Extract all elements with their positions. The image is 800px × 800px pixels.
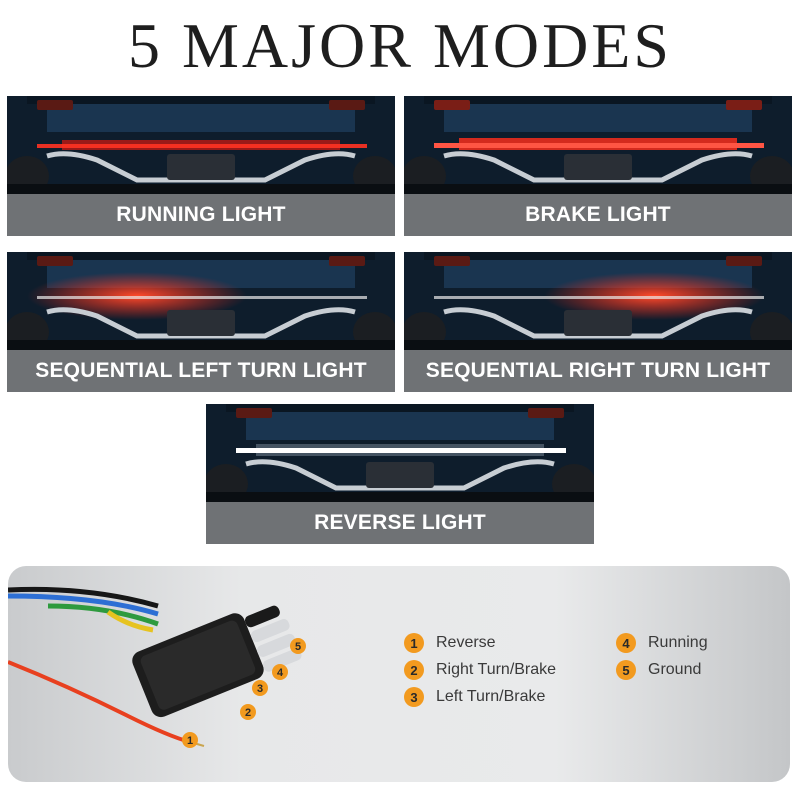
legend-number-badge: 2: [404, 660, 424, 680]
legend-label: Right Turn/Brake: [436, 661, 557, 678]
wiring-diagram: 1 2 3 4 5 1 Reverse 2 Right Turn/Brake 3…: [8, 566, 790, 782]
mode-panel-running: RUNNING LIGHT: [7, 96, 395, 236]
truck-rear-image: [404, 252, 792, 350]
pin-5-label: 5: [295, 641, 301, 653]
legend-label: Left Turn/Brake: [436, 688, 546, 705]
pin-2-label: 2: [245, 707, 251, 719]
legend-label: Reverse: [436, 634, 496, 651]
legend-number-badge: 1: [404, 633, 424, 653]
mode-panel-right-turn: SEQUENTIAL RIGHT TURN LIGHT: [404, 252, 792, 392]
legend-number-badge: 5: [616, 660, 636, 680]
legend-item-reverse: 1 Reverse: [404, 632, 496, 654]
mode-panel-brake: BRAKE LIGHT: [404, 96, 792, 236]
truck-rear-image: [7, 252, 395, 350]
legend-label: Ground: [648, 661, 702, 678]
truck-rear-image: [7, 96, 395, 194]
pin-3-label: 3: [257, 683, 263, 695]
pin-1-label: 1: [187, 735, 193, 747]
truck-rear-image: [206, 404, 594, 502]
legend-item-right-turn-brake: 2 Right Turn/Brake: [404, 659, 556, 681]
legend-item-left-turn-brake: 3 Left Turn/Brake: [404, 686, 545, 708]
mode-caption: SEQUENTIAL RIGHT TURN LIGHT: [404, 350, 792, 392]
mode-caption: REVERSE LIGHT: [206, 502, 594, 544]
mode-panel-reverse: REVERSE LIGHT: [206, 404, 594, 544]
legend-number-badge: 4: [616, 633, 636, 653]
connector-illustration: 1 2 3 4 5: [8, 586, 306, 748]
legend-item-ground: 5 Ground: [616, 659, 701, 681]
page-title: 5 MAJOR MODES: [128, 10, 672, 81]
mode-caption: RUNNING LIGHT: [7, 194, 395, 236]
mode-panel-left-turn: SEQUENTIAL LEFT TURN LIGHT: [7, 252, 395, 392]
legend-label: Running: [648, 634, 708, 651]
pin-4-label: 4: [277, 667, 284, 679]
mode-caption: BRAKE LIGHT: [404, 194, 792, 236]
truck-rear-image: [404, 96, 792, 194]
legend-item-running: 4 Running: [616, 632, 708, 654]
mode-caption: SEQUENTIAL LEFT TURN LIGHT: [7, 350, 395, 392]
legend-number-badge: 3: [404, 687, 424, 707]
